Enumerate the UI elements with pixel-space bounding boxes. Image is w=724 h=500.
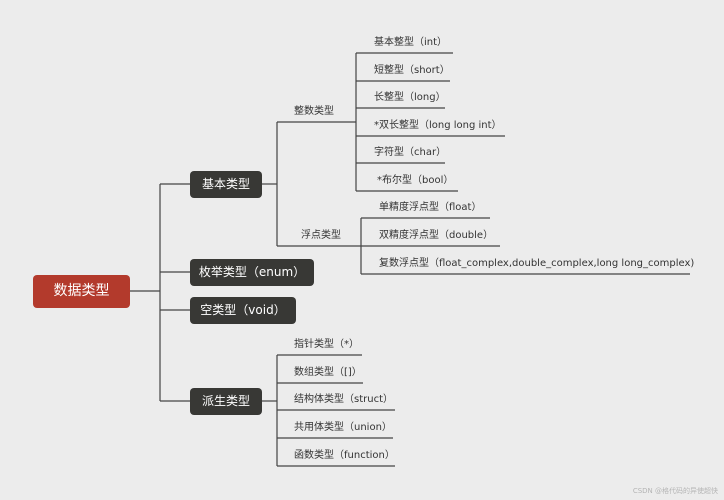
leaf-function: 函数类型（function） — [294, 450, 395, 461]
node-basic-types: 基本类型 — [190, 171, 262, 198]
node-float-types: 浮点类型 — [301, 230, 341, 241]
watermark: CSDN @格代码的异使超快 — [632, 487, 718, 495]
node-integer-types: 整数类型 — [294, 106, 334, 117]
leaf-pointer: 指针类型（*） — [294, 339, 359, 350]
leaf-short: 短整型（short） — [374, 65, 450, 76]
node-derived-types: 派生类型 — [190, 388, 262, 415]
leaf-array: 数组类型（[]） — [294, 367, 362, 378]
node-void-type: 空类型（void） — [190, 297, 296, 324]
leaf-int: 基本整型（int） — [374, 37, 448, 48]
leaf-long-long-int: *双长整型（long long int） — [374, 120, 502, 131]
leaf-union: 共用体类型（union） — [294, 422, 392, 433]
leaf-long: 长整型（long） — [374, 92, 446, 103]
leaf-char: 字符型（char） — [374, 147, 447, 158]
leaf-complex: 复数浮点型（float_complex,double_complex,long … — [379, 258, 695, 269]
leaf-double: 双精度浮点型（double） — [379, 230, 494, 241]
node-enum-type: 枚举类型（enum） — [190, 259, 314, 286]
root-node-data-types: 数据类型 — [33, 275, 130, 308]
leaf-struct: 结构体类型（struct） — [294, 394, 393, 405]
leaf-float: 单精度浮点型（float） — [379, 202, 482, 213]
leaf-bool: *布尔型（bool） — [377, 175, 454, 186]
